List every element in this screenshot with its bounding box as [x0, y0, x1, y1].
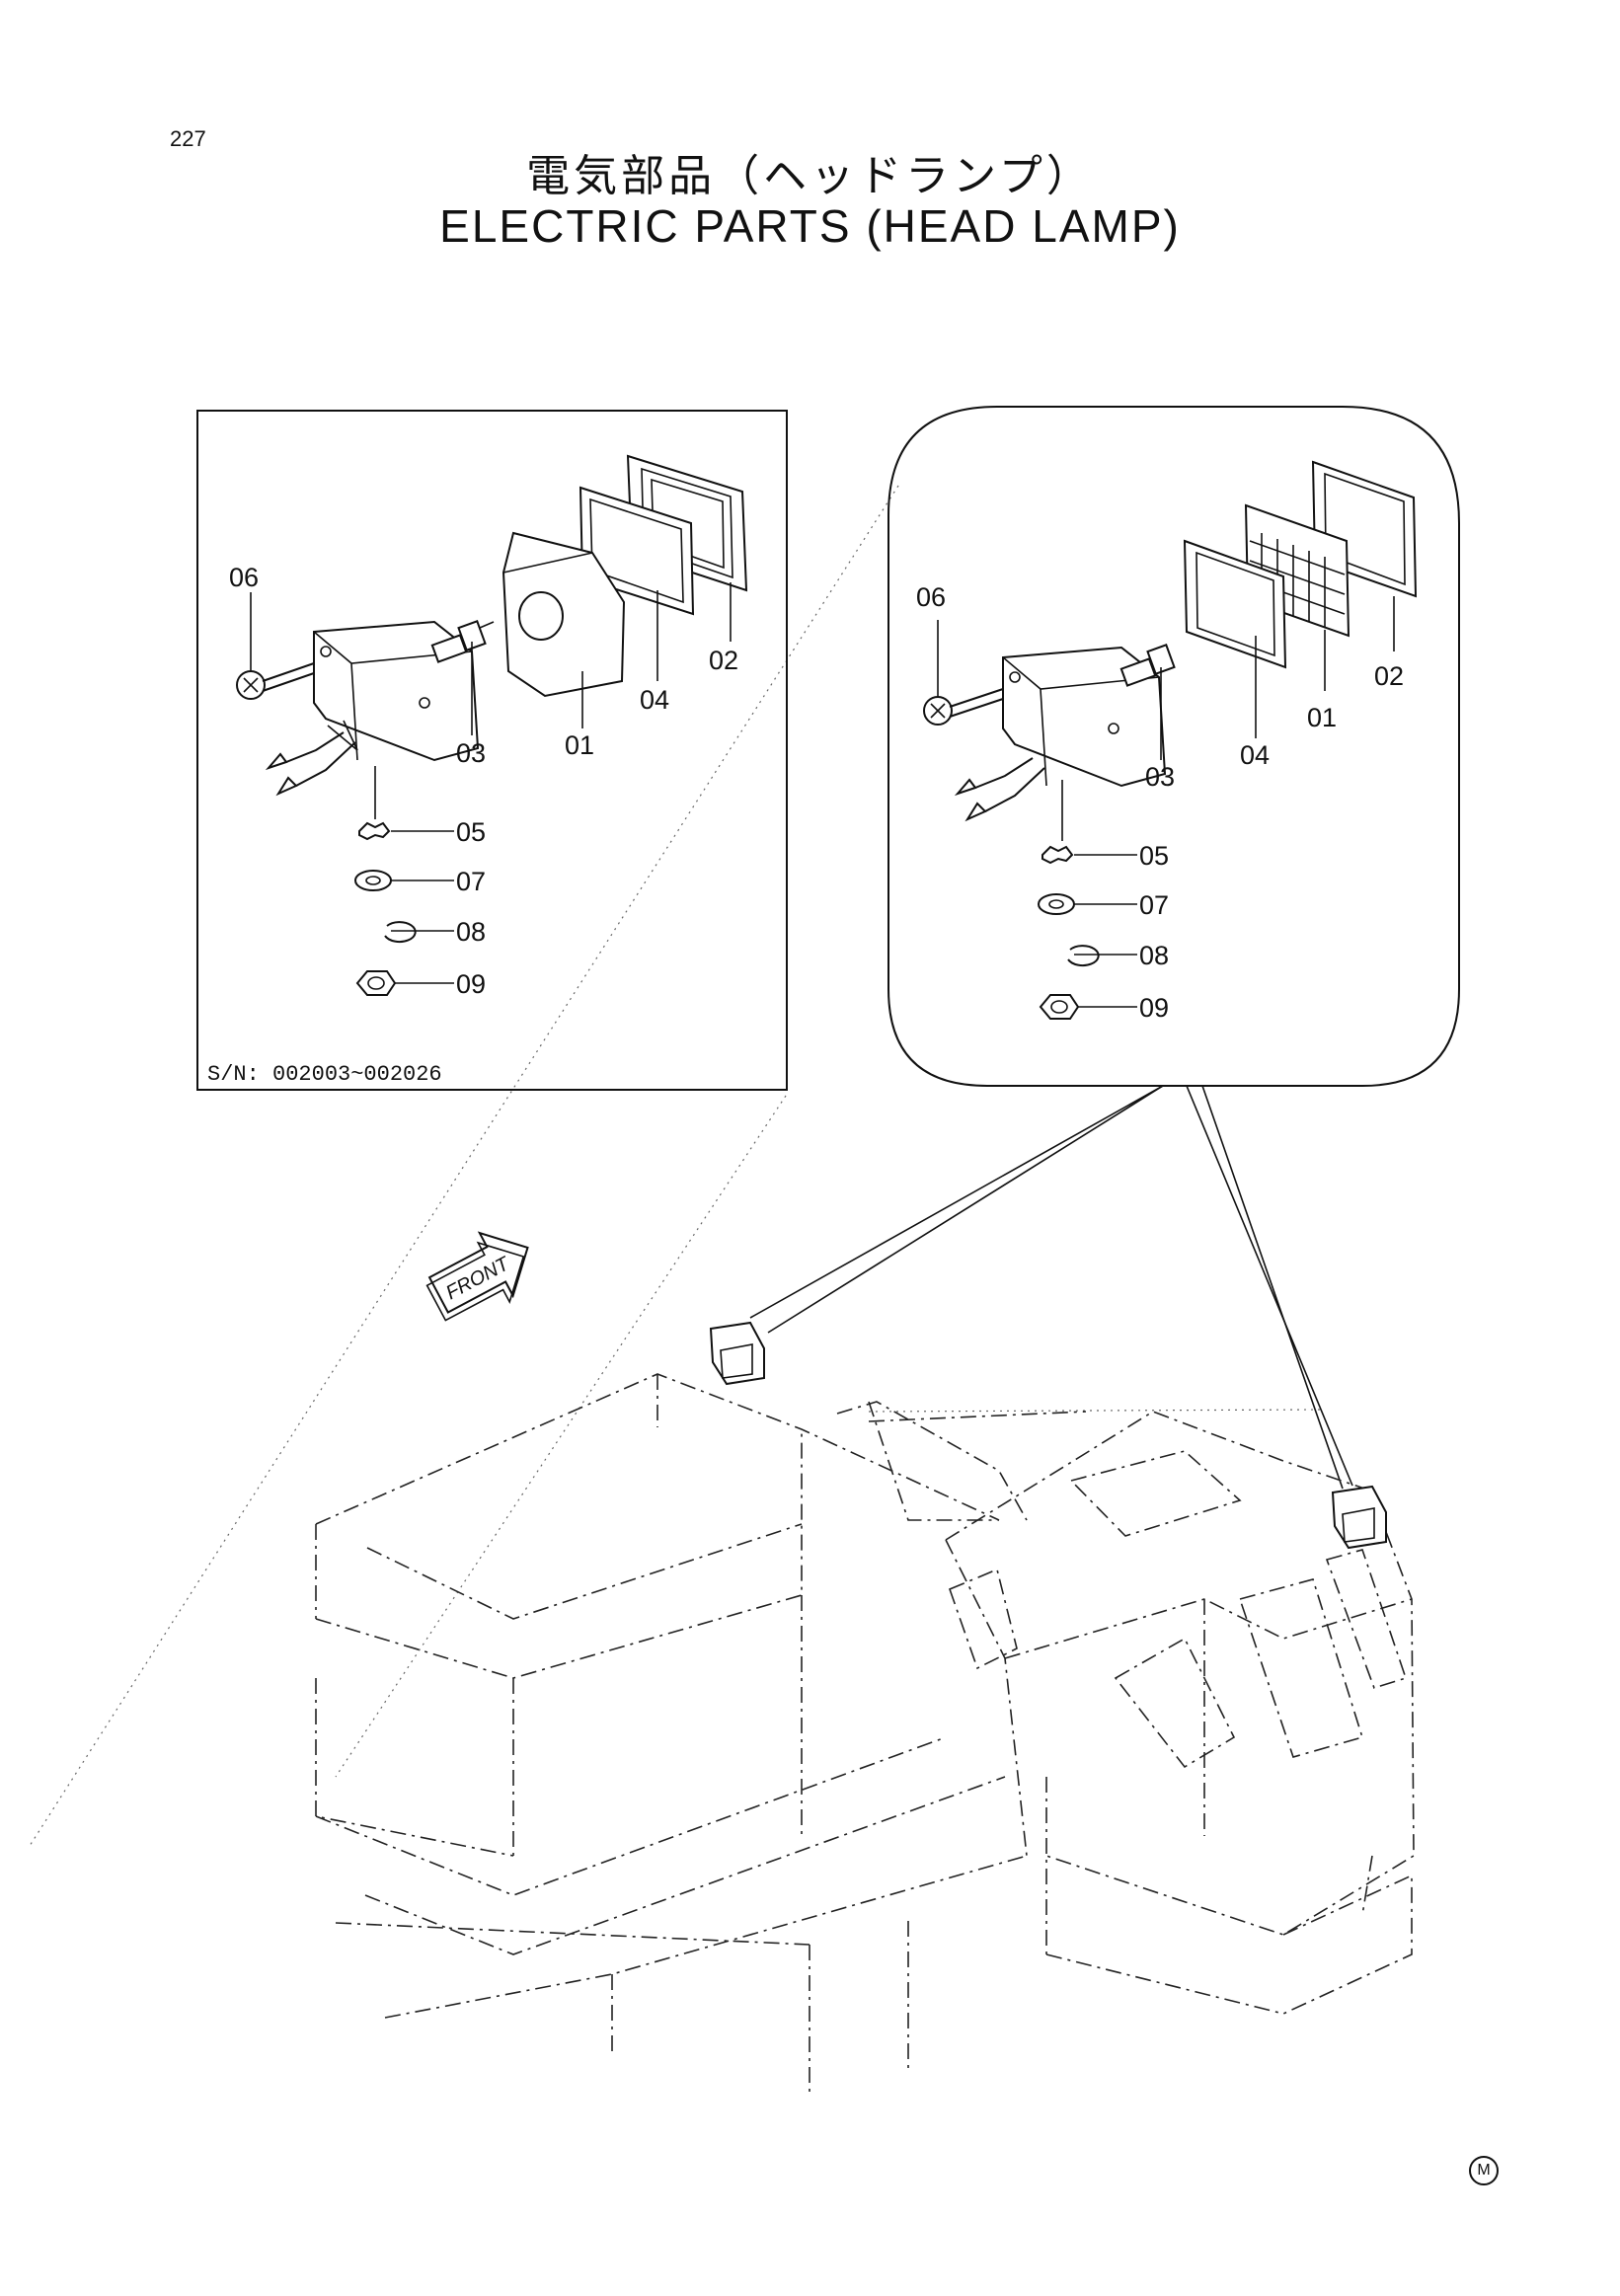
screw	[236, 662, 315, 700]
bulb	[430, 620, 495, 663]
footer-mark: M	[1469, 2156, 1499, 2185]
serial-note: S/N: 002003~002026	[207, 1062, 442, 1087]
lamp-housing-r	[1002, 646, 1167, 788]
left-label-leaders	[250, 582, 732, 735]
label-09-r: 09	[1139, 993, 1169, 1023]
label-06-r: 06	[916, 582, 946, 612]
title-japanese: 電気部品（ヘッドランプ）	[526, 151, 1094, 201]
label-08-r: 08	[1139, 941, 1169, 970]
label-04: 04	[640, 685, 669, 715]
label-05-r: 05	[1139, 841, 1169, 871]
bulb-r	[1119, 644, 1176, 687]
label-02: 02	[709, 646, 738, 675]
headlamp-left-on-machine	[709, 1321, 765, 1386]
label-05: 05	[456, 817, 486, 847]
lamp-frame-r	[1183, 539, 1287, 669]
wire-leads-r	[954, 757, 1045, 822]
label-08: 08	[456, 917, 486, 947]
right-label-leaders	[937, 596, 1395, 760]
screw-r	[923, 688, 1004, 726]
label-09: 09	[456, 969, 486, 999]
hardware-stack	[354, 766, 454, 996]
label-01: 01	[565, 730, 594, 760]
lamp-lens	[501, 531, 626, 698]
label-04-r: 04	[1240, 740, 1270, 770]
right-callout: 06 03 04 01 02 05 07 08 09	[887, 406, 1460, 1087]
label-03: 03	[456, 738, 486, 768]
hardware-stack-r	[1038, 780, 1137, 1020]
front-arrow: FRONT	[425, 1231, 529, 1322]
label-07-r: 07	[1139, 890, 1169, 920]
label-03-r: 03	[1145, 762, 1175, 792]
machine-body	[315, 1373, 1415, 2093]
label-06: 06	[229, 563, 259, 592]
callout-leaders	[29, 485, 1353, 1847]
title-english: ELECTRIC PARTS (HEAD LAMP)	[439, 200, 1181, 252]
label-01-r: 01	[1307, 703, 1337, 732]
headlamp-right-on-machine	[1331, 1485, 1387, 1550]
wire-leads	[265, 731, 356, 797]
label-07: 07	[456, 867, 486, 896]
page-number: 227	[170, 126, 206, 151]
left-inset-box: 06 03 01 04 02 05 07 08 09 S/N: 002003~0…	[196, 410, 788, 1091]
label-02-r: 02	[1374, 661, 1404, 691]
